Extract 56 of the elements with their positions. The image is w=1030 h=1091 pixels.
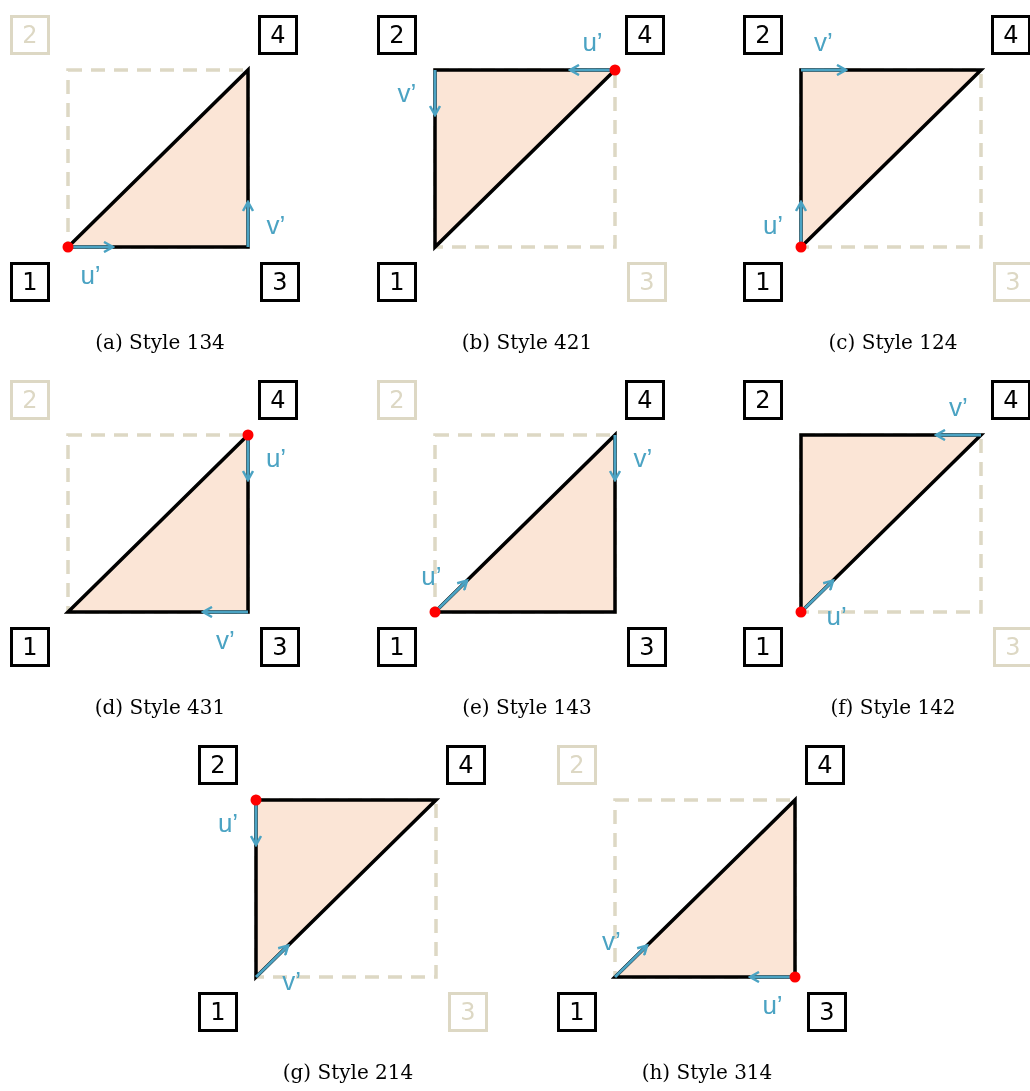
- vector-label: u’: [826, 600, 847, 632]
- vector-label: v’: [216, 624, 235, 656]
- corner-number-box: 4: [625, 380, 665, 420]
- corner-number-box: 2: [743, 15, 783, 55]
- corner-number-box: 1: [743, 627, 783, 667]
- corner-number-box: 3: [260, 262, 300, 302]
- corner-number-box: 2: [10, 380, 50, 420]
- panel-caption: (f) Style 142: [830, 695, 956, 719]
- corner-number-box: 1: [10, 262, 50, 302]
- vector-label: v’: [602, 925, 621, 957]
- corner-number-box: 4: [258, 15, 298, 55]
- corner-number-box: 1: [557, 992, 597, 1032]
- corner-number-box: 4: [446, 745, 486, 785]
- corner-number-box: 4: [625, 15, 665, 55]
- corner-number-box: 1: [198, 992, 238, 1032]
- vector-label: u’: [762, 209, 784, 240]
- vector-label: u’: [80, 259, 101, 291]
- vector-label: v’: [397, 77, 417, 108]
- vector-label: u’: [421, 560, 442, 592]
- corner-number-box: 2: [10, 15, 50, 55]
- vector-label: u’: [265, 442, 287, 473]
- vector-label: u’: [762, 989, 783, 1021]
- panel-caption: (g) Style 214: [282, 1060, 414, 1084]
- vector-label: v’: [266, 209, 286, 240]
- corner-number-box: 4: [258, 380, 298, 420]
- corner-number-box: 1: [377, 627, 417, 667]
- vector-label: v’: [633, 442, 653, 473]
- panel-caption: (d) Style 431: [94, 695, 226, 719]
- corner-number-box: 3: [993, 627, 1030, 667]
- corner-number-box: 2: [743, 380, 783, 420]
- panel-caption: (e) Style 143: [462, 695, 592, 719]
- corner-number-box: 3: [627, 627, 667, 667]
- corner-number-box: 1: [10, 627, 50, 667]
- corner-number-box: 2: [377, 15, 417, 55]
- corner-number-box: 2: [557, 745, 597, 785]
- corner-number-box: 3: [260, 627, 300, 667]
- corner-number-box: 1: [377, 262, 417, 302]
- corner-number-box: 3: [448, 992, 488, 1032]
- corner-number-box: 3: [993, 262, 1030, 302]
- corner-number-box: 2: [377, 380, 417, 420]
- panel-caption: (h) Style 314: [641, 1060, 773, 1084]
- corner-number-box: 3: [807, 992, 847, 1032]
- panel-caption: (b) Style 421: [461, 330, 593, 354]
- corner-number-box: 2: [198, 745, 238, 785]
- vector-label: u’: [582, 26, 603, 58]
- vector-label: u’: [217, 807, 239, 838]
- vector-label: v’: [282, 965, 302, 997]
- panel-caption: (c) Style 124: [828, 330, 958, 354]
- corner-number-box: 4: [805, 745, 845, 785]
- vector-label: v’: [949, 391, 968, 423]
- vector-label: v’: [814, 26, 833, 58]
- panel-caption: (a) Style 134: [95, 330, 225, 354]
- corner-number-box: 3: [627, 262, 667, 302]
- corner-number-box: 4: [991, 380, 1030, 420]
- corner-number-box: 1: [743, 262, 783, 302]
- corner-number-box: 4: [991, 15, 1030, 55]
